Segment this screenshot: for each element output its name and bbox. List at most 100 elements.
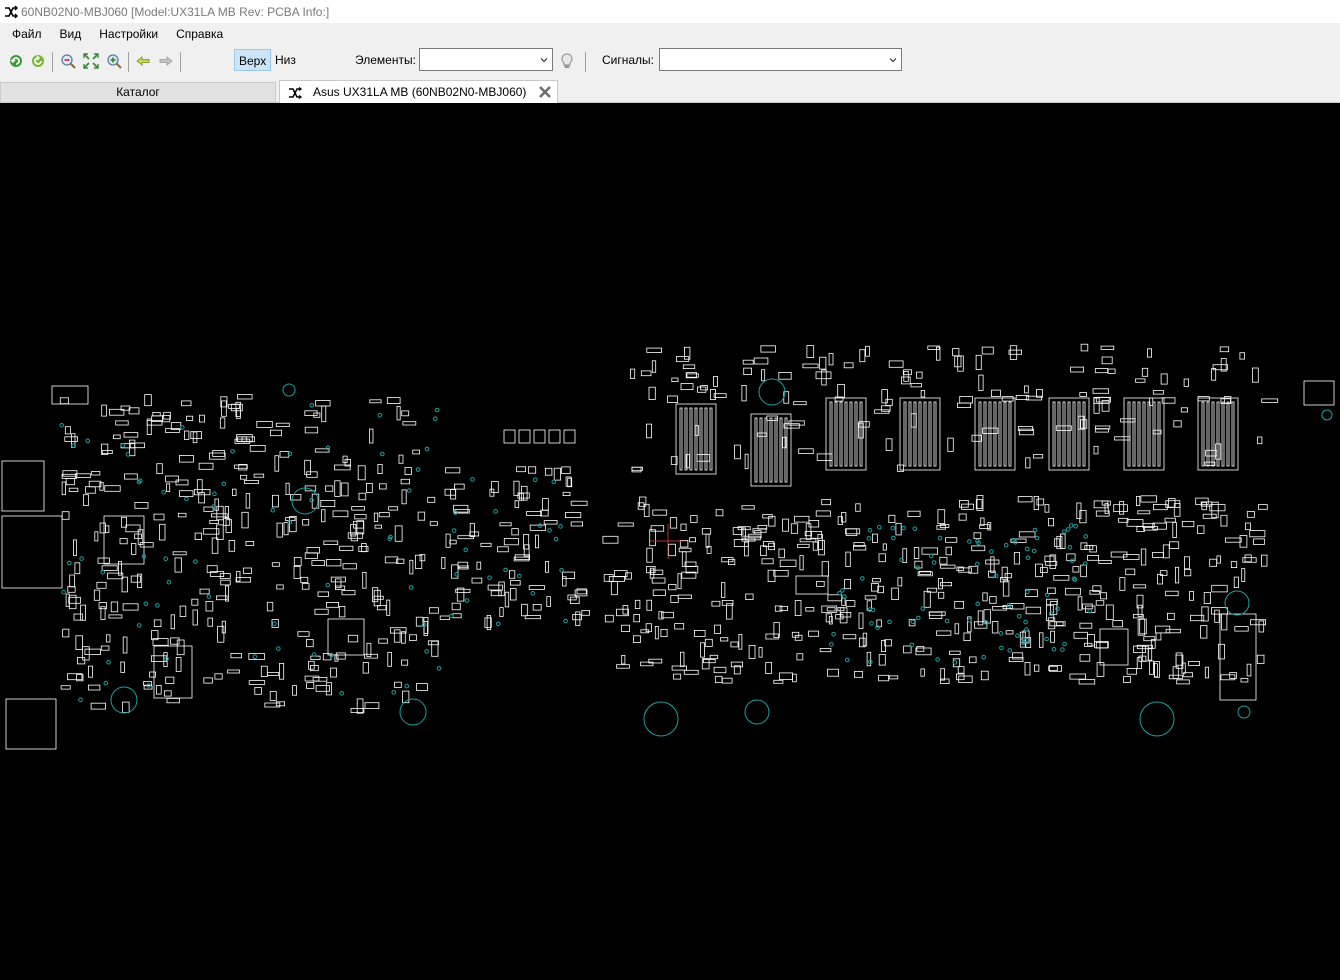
pcb-component[interactable] — [121, 576, 128, 593]
pcb-component[interactable] — [1211, 401, 1215, 467]
pcb-component[interactable] — [330, 667, 337, 678]
pcb-component[interactable] — [198, 462, 214, 470]
pcb-component[interactable] — [633, 614, 640, 623]
pcb-component[interactable] — [575, 611, 581, 626]
pcb-component[interactable] — [884, 639, 892, 647]
pcb-component[interactable] — [821, 499, 831, 506]
pcb-component[interactable] — [1079, 654, 1091, 662]
pcb-component[interactable] — [834, 396, 844, 402]
pcb-component[interactable] — [191, 598, 199, 606]
pcb-component[interactable] — [1095, 510, 1110, 517]
pcb-component[interactable] — [673, 673, 682, 680]
pcb-component[interactable] — [1136, 644, 1153, 650]
menu-file[interactable]: Файл — [12, 27, 42, 41]
pcb-component[interactable] — [374, 524, 382, 529]
pcb-component[interactable] — [748, 645, 756, 659]
pcb-component[interactable] — [1245, 522, 1251, 531]
pcb-component[interactable] — [685, 372, 698, 379]
pcb-component[interactable] — [915, 647, 932, 656]
pcb-component[interactable] — [5, 698, 57, 750]
pcb-component[interactable] — [1212, 364, 1228, 371]
pcb-component[interactable] — [768, 515, 776, 527]
pcb-component[interactable] — [202, 528, 220, 535]
pcb-component[interactable] — [499, 607, 504, 617]
pcb-component[interactable] — [61, 481, 66, 496]
pcb-component[interactable] — [956, 673, 965, 681]
pcb-component[interactable] — [720, 637, 729, 642]
pcb-component[interactable] — [245, 493, 251, 509]
pcb-component[interactable] — [690, 515, 698, 523]
pcb-component[interactable] — [234, 464, 248, 469]
pcb-component[interactable] — [176, 639, 185, 656]
pcb-component[interactable] — [523, 544, 530, 557]
pcb-component[interactable] — [877, 585, 884, 594]
pcb-component[interactable] — [992, 605, 1008, 611]
pcb-component[interactable] — [302, 519, 310, 526]
pcb-component[interactable] — [743, 367, 753, 376]
pcb-component[interactable] — [969, 656, 977, 664]
pcb-component[interactable] — [1044, 555, 1055, 563]
pcb-component[interactable] — [980, 670, 989, 681]
pcb-component[interactable] — [940, 582, 953, 587]
pcb-component[interactable] — [1136, 657, 1142, 669]
pcb-component[interactable] — [1169, 541, 1180, 549]
pcb-component[interactable] — [689, 537, 696, 543]
pcb-component[interactable] — [670, 456, 678, 465]
pcb-component[interactable] — [190, 431, 203, 440]
pcb-component[interactable] — [1173, 503, 1181, 517]
pcb-component[interactable] — [1136, 495, 1141, 506]
pcb-component[interactable] — [110, 601, 119, 613]
pcb-component[interactable] — [1025, 606, 1041, 615]
pcb-component[interactable] — [1055, 425, 1072, 431]
pcb-component[interactable] — [513, 480, 520, 496]
pcb-component[interactable] — [1172, 522, 1177, 538]
pcb-component[interactable] — [175, 479, 189, 486]
pcb-component[interactable] — [1261, 554, 1268, 567]
pcb-component[interactable] — [514, 500, 520, 508]
pcb-component[interactable] — [151, 630, 159, 641]
pcb-component[interactable] — [1152, 390, 1164, 395]
pcb-component[interactable] — [1155, 625, 1171, 634]
pcb-component[interactable] — [1080, 542, 1088, 550]
pcb-component[interactable] — [1044, 561, 1058, 566]
pcb-component[interactable] — [203, 677, 213, 684]
pcb-component[interactable] — [888, 675, 899, 680]
pcb-component[interactable] — [386, 599, 391, 616]
pcb-component[interactable] — [220, 396, 228, 408]
pcb-component[interactable] — [705, 533, 710, 548]
pcb-component[interactable] — [545, 467, 553, 476]
pcb-component[interactable] — [779, 672, 793, 681]
pcb-component[interactable] — [899, 397, 941, 471]
pcb-component[interactable] — [1082, 401, 1086, 467]
pcb-component[interactable] — [974, 397, 1016, 471]
pcb-component[interactable] — [958, 513, 967, 521]
pcb-component[interactable] — [228, 539, 236, 552]
pcb-component[interactable] — [643, 503, 650, 517]
pcb-component[interactable] — [799, 555, 804, 571]
pcb-component[interactable] — [670, 595, 679, 603]
pcb-component[interactable] — [929, 611, 943, 619]
pcb-component[interactable] — [808, 630, 819, 637]
pcb-component[interactable] — [356, 698, 364, 714]
pcb-component[interactable] — [266, 601, 274, 612]
pcb-component[interactable] — [646, 347, 662, 353]
pcb-component[interactable] — [1226, 401, 1230, 467]
pcb-component[interactable] — [210, 571, 225, 577]
pcb-component[interactable] — [651, 360, 657, 373]
pcb-component[interactable] — [844, 401, 848, 467]
pcb-component[interactable] — [1082, 603, 1093, 610]
pcb-component[interactable] — [738, 634, 743, 650]
pcb-component[interactable] — [1060, 533, 1066, 550]
pcb-component[interactable] — [398, 454, 404, 464]
pcb-component[interactable] — [897, 577, 903, 587]
pcb-component[interactable] — [1147, 348, 1153, 358]
pcb-component[interactable] — [1093, 500, 1109, 509]
pcb-component[interactable] — [428, 607, 439, 614]
pcb-component[interactable] — [120, 661, 125, 673]
pcb-component[interactable] — [412, 449, 420, 455]
pcb-component[interactable] — [1214, 609, 1220, 623]
pcb-component[interactable] — [553, 467, 562, 481]
pcb-component[interactable] — [269, 691, 277, 701]
pcb-component[interactable] — [216, 524, 224, 540]
pcb-component[interactable] — [153, 645, 193, 699]
